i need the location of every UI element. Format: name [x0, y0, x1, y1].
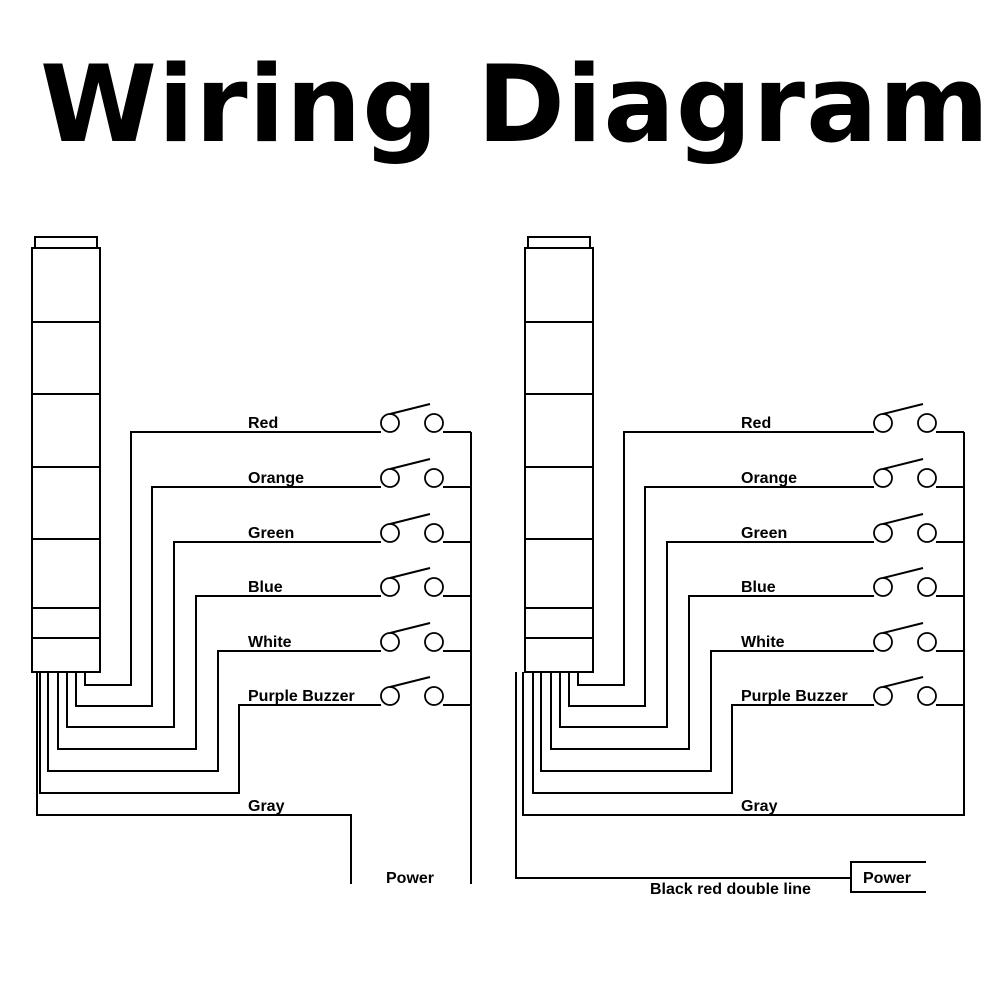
wire-label-gray: Gray [248, 798, 285, 815]
switch-terminal-right [917, 632, 937, 652]
switch-contact-arm [882, 513, 924, 525]
switch-terminal-left [873, 686, 893, 706]
wire-black-red [515, 672, 851, 879]
wire-label-orange: Orange [741, 470, 797, 487]
switch-terminal-left [380, 468, 400, 488]
wire-blue [57, 595, 381, 750]
page-title: Wiring Diagram [39, 43, 991, 166]
switch-terminal-left [873, 523, 893, 543]
wire-orange [75, 486, 381, 707]
wire-white [47, 650, 381, 772]
switch-contact-arm [389, 403, 431, 415]
switch-terminal-right [917, 468, 937, 488]
wire-label-purple-buzzer: Purple Buzzer [248, 688, 355, 705]
wire-red [577, 431, 874, 686]
switch-terminal-right [424, 468, 444, 488]
switch-contact-arm [389, 676, 431, 688]
switch-terminal-right [424, 686, 444, 706]
wire-label-blue: Blue [741, 579, 776, 596]
wire-purple-buzzer [39, 672, 381, 794]
wire-green [66, 541, 381, 728]
wire-gray [36, 672, 352, 884]
switch-terminal-left [873, 632, 893, 652]
wire-label-red: Red [741, 415, 771, 432]
wire-label-purple-buzzer: Purple Buzzer [741, 688, 848, 705]
switch-terminal-left [380, 686, 400, 706]
switch-terminal-right [917, 686, 937, 706]
wire-gray [522, 432, 965, 816]
wire-label-green: Green [741, 525, 787, 542]
switch-terminal-right [917, 413, 937, 433]
wire-label-black-red: Black red double line [650, 881, 811, 898]
wire-orange [568, 486, 874, 707]
switch-terminal-left [873, 413, 893, 433]
switch-contact-arm [882, 622, 924, 634]
switch-terminal-left [380, 632, 400, 652]
tower-cap [34, 236, 98, 249]
wire-purple-buzzer [532, 672, 874, 794]
tower-body [31, 247, 101, 673]
wire-label-red: Red [248, 415, 278, 432]
switch-contact-arm [882, 567, 924, 579]
switch-terminal-right [917, 577, 937, 597]
wire-label-white: White [248, 634, 292, 651]
switch-contact-arm [882, 403, 924, 415]
wire-label-gray: Gray [741, 798, 778, 815]
wire-red [84, 431, 381, 686]
switch-terminal-right [424, 523, 444, 543]
switch-contact-arm [389, 458, 431, 470]
switch-terminal-left [873, 468, 893, 488]
wire-blue [550, 595, 874, 750]
wire-white [540, 650, 874, 772]
wire-green [559, 541, 874, 728]
switch-terminal-left [380, 523, 400, 543]
switch-terminal-right [424, 577, 444, 597]
power-label: Power [863, 870, 911, 887]
switch-terminal-right [917, 523, 937, 543]
switch-terminal-left [380, 413, 400, 433]
wire-label-white: White [741, 634, 785, 651]
power-label: Power [386, 870, 434, 887]
switch-contact-arm [882, 458, 924, 470]
switch-contact-arm [389, 622, 431, 634]
power-terminal-box [850, 861, 926, 893]
switch-terminal-left [380, 577, 400, 597]
switch-contact-arm [882, 676, 924, 688]
wire-label-orange: Orange [248, 470, 304, 487]
wire-label-green: Green [248, 525, 294, 542]
switch-terminal-right [424, 632, 444, 652]
switch-terminal-right [424, 413, 444, 433]
tower-cap [527, 236, 591, 249]
switch-contact-arm [389, 567, 431, 579]
wire-label-blue: Blue [248, 579, 283, 596]
switch-terminal-left [873, 577, 893, 597]
switch-contact-arm [389, 513, 431, 525]
